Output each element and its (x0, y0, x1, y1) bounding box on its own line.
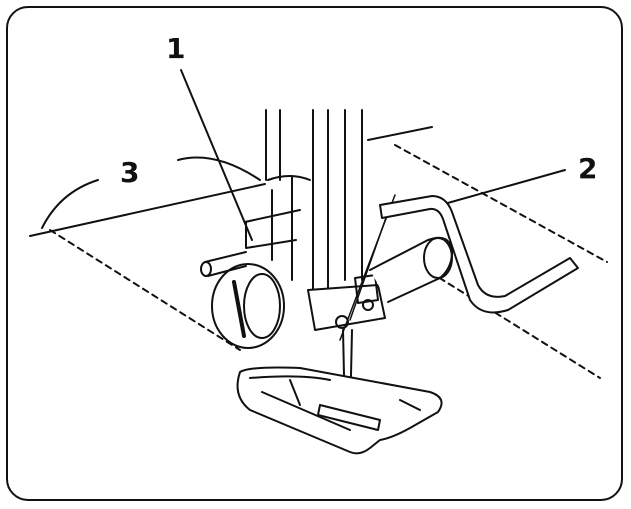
callout-label-2: 2 (578, 152, 597, 185)
foot-shank (244, 209, 301, 249)
presser-foot-slot (317, 404, 381, 431)
callout-1-leader (180, 69, 253, 241)
presser-bar (265, 109, 281, 181)
foot-shank (267, 175, 311, 281)
side-screw-head (211, 263, 285, 349)
callout-3-arc (41, 179, 99, 229)
thread (349, 211, 389, 321)
callout-3-arc (177, 156, 261, 181)
edge-guide (379, 195, 579, 314)
fabric-dashed-line (49, 229, 241, 351)
needle-clamp (307, 284, 386, 331)
fabric-dashed-line (429, 271, 601, 379)
needle-bar (312, 109, 363, 301)
illustration-frame (6, 6, 623, 501)
threader-arm (369, 236, 453, 303)
callout-label-1: 1 (166, 32, 185, 65)
needle-clamp-screw (362, 299, 374, 311)
callout-label-3: 3 (120, 156, 139, 189)
fabric-edge-line (29, 126, 433, 237)
needle-clamp-screw (335, 315, 349, 329)
screw-post (204, 251, 247, 277)
side-screw-slot (232, 280, 246, 338)
fabric-dashed-line (394, 144, 608, 263)
callout-2-leader (429, 169, 566, 209)
side-screw-knurl (243, 273, 281, 339)
presser-foot-toe (249, 375, 351, 431)
